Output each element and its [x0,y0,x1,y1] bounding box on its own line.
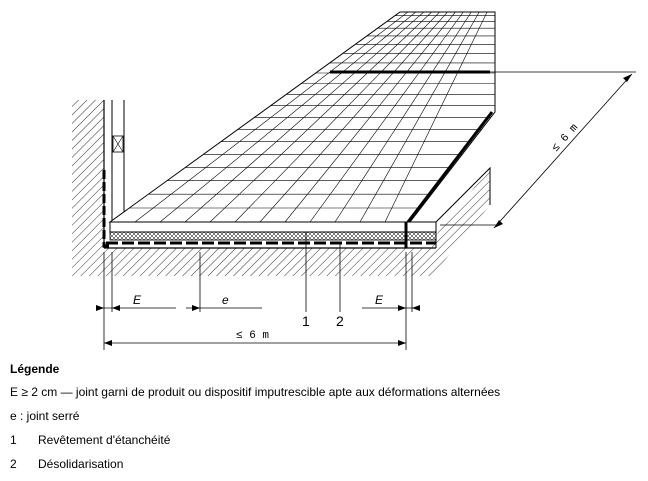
ground-hatch [72,248,432,276]
wall-box [112,135,124,153]
legend-item: 2 Désolidarisation [10,457,640,471]
legend-item-label: Désolidarisation [38,457,124,471]
dim-E-right: E [375,293,384,307]
dim-bottom: ≤ 6 m [236,330,269,342]
expansion-joint-right [406,111,494,223]
side-hatch [432,168,490,276]
legend-item-number: 2 [10,457,17,471]
callout-2: 2 [336,313,344,329]
floor-joint-diagram: E e E ≤ 6 m ≤ 6 m 1 2 [72,11,636,350]
dim-E-left: E [133,293,142,307]
perimeter-joint [102,170,112,248]
legend-item-label: Revêtement d'étanchéité [38,433,171,447]
dim-e: e [222,293,229,307]
wall-box-cross [112,135,124,153]
tile-layer [109,221,437,233]
dim-diagonal: ≤ 6 m [550,122,581,155]
tile-surface [108,11,496,223]
legend-line-E: E ≥ 2 cm — joint garni de produit ou dis… [10,385,501,399]
dim-diagonal-line [493,73,633,229]
wall-hatch [72,100,104,248]
legend-title: Légende [10,362,60,376]
legend-line-e: e : joint serré [10,409,80,423]
legend-item: 1 Revêtement d'étanchéité [10,433,640,447]
legend: Légende E ≥ 2 cm — joint garni de produi… [10,362,640,481]
slab-side [435,166,491,248]
legend-item-number: 1 [10,433,17,447]
mortar-layer [109,231,437,241]
callout-1: 1 [302,313,310,329]
